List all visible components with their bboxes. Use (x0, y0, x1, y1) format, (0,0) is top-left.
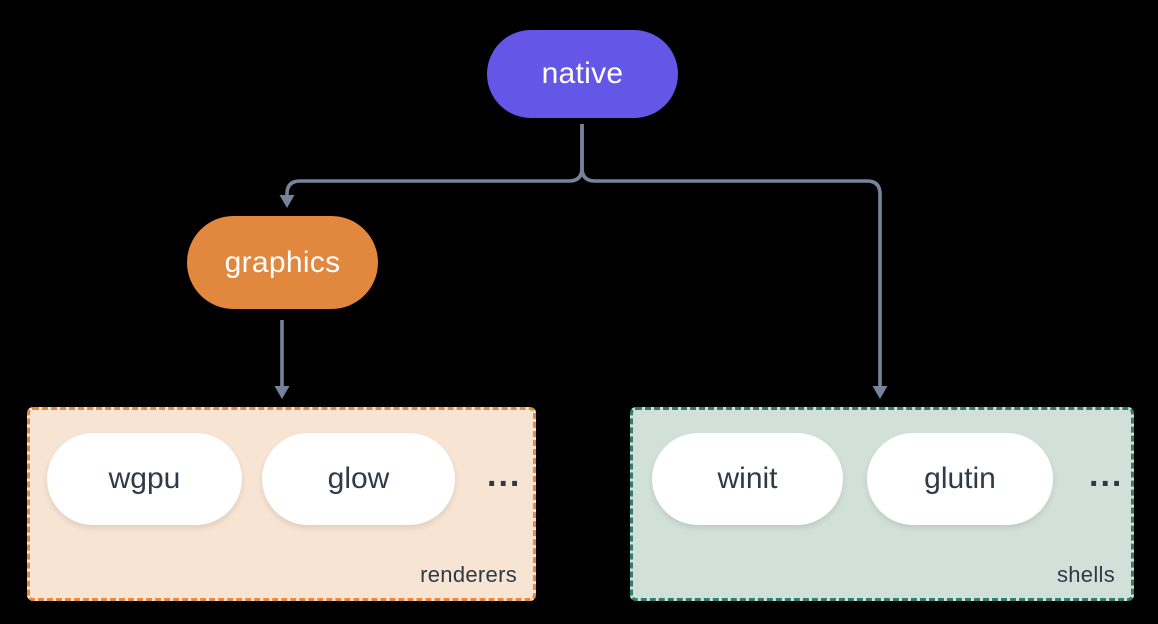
arrowhead-down-icon (279, 195, 295, 208)
renderer-pill-label: glow (327, 462, 390, 495)
shell-pill-glutin: glutin (867, 433, 1053, 525)
arrowhead-down-icon (274, 386, 290, 399)
connector-native-to-shells (580, 124, 882, 387)
graphics-node-label: graphics (224, 245, 341, 279)
shells-pill-row: winit glutin ... (633, 410, 1131, 525)
renderers-group: wgpu glow ... renderers (27, 407, 536, 601)
shell-pill-label: glutin (924, 462, 996, 495)
renderers-pill-row: wgpu glow ... (30, 410, 533, 525)
native-node-label: native (541, 57, 624, 90)
shell-pill-label: winit (717, 462, 778, 495)
arrowhead-down-icon (872, 386, 888, 399)
renderer-pill-wgpu: wgpu (47, 433, 242, 525)
renderer-pill-glow: glow (262, 433, 455, 525)
shell-pill-winit: winit (652, 433, 843, 525)
graphics-node: graphics (187, 216, 378, 309)
renderers-ellipsis: ... (487, 455, 522, 494)
shells-ellipsis: ... (1089, 455, 1124, 494)
shells-group-label: shells (1056, 562, 1115, 587)
connector-native-to-graphics (285, 124, 584, 196)
renderers-group-label: renderers (420, 562, 517, 587)
native-node: native (487, 30, 678, 118)
renderer-pill-label: wgpu (108, 462, 181, 495)
shells-group: winit glutin ... shells (630, 407, 1134, 601)
